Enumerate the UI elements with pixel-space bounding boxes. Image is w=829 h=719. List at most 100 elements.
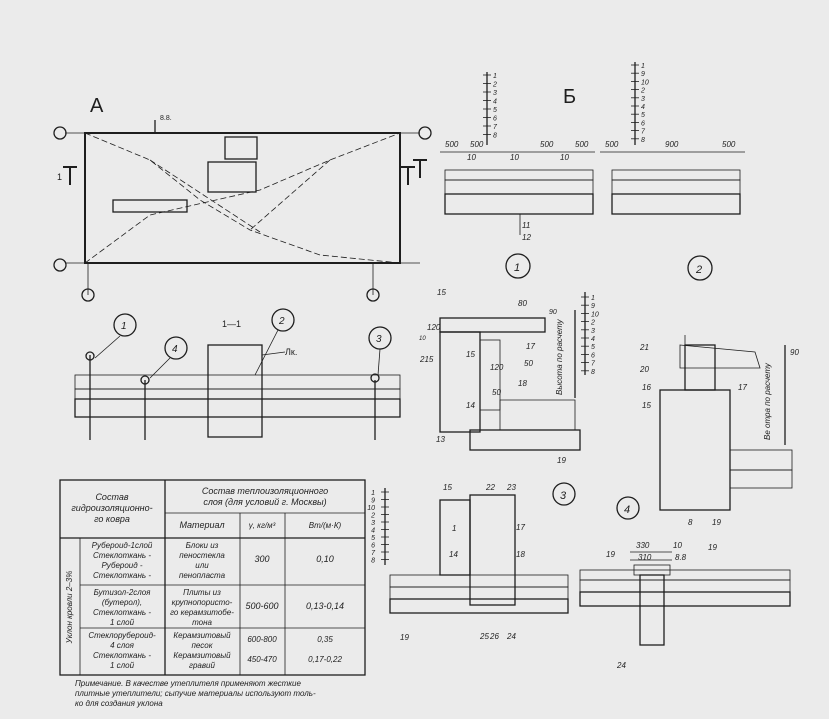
scale-label: 3 [591,328,595,335]
roof-opening-2 [207,161,257,193]
scale-label: 3 [641,96,645,103]
scale-label: 4 [591,336,595,343]
scale-label: 4 [493,99,497,106]
section-1-1: 1—1 Лк. 1 4 2 3 [74,308,401,440]
table-cell: 450-470 [247,655,277,664]
detail-2-label: 2 [695,264,702,276]
table-note: плитные утеплители; сыпучие материалы ис… [75,689,316,698]
callout-label: 22 [485,483,495,492]
scale-label: 4 [371,528,375,535]
hatch-label: Лк. [285,347,297,357]
callout-label: 19 [557,456,566,465]
callout-label: 120 [490,363,504,372]
table-cell: Стеклоткань - [93,571,151,580]
table-cell: Бутизол-2слоя [94,588,151,597]
plan-a: А 8.8. 1 [53,95,432,302]
callout-label: 19 [712,518,721,527]
roof-layer-slab [444,193,594,215]
callout-label: 310 [638,553,652,562]
table-cell: Стеклорубероид- [88,631,156,640]
table-cell: 4 слоя [110,641,134,650]
scale-label: 5 [641,112,645,119]
table-header: Материал [179,520,224,530]
svg-text:1: 1 [121,321,127,332]
dimension-label: 215 [419,355,434,364]
dimension-label: 500 [540,140,554,149]
callout-label: 15 [642,401,651,410]
scale-label: 6 [641,120,645,127]
section-mark-1: 1 [57,172,62,182]
table-header: Состав [95,492,128,502]
table-cell: Керамзитовый [173,651,231,660]
callout-label: 17 [738,383,747,392]
callout-label: 17 [526,342,535,351]
table-cell: пеностекла [179,551,225,560]
table-cell: или [195,561,209,570]
callout-label: 1 [452,524,456,533]
scale-label: 8 [591,369,595,376]
scale-label: 1 [493,73,497,80]
table-cell: Стеклоткань - [93,651,151,660]
dimension-label: 10 [510,153,519,162]
axis-marker [418,126,432,140]
table-header: слоя (для условий г. Москвы) [203,497,326,507]
table-cell: Блоки из [186,541,219,550]
roof-layer-insulation [444,179,594,195]
callout-label: 17 [516,523,525,532]
wall-dim: 90 [790,348,799,357]
plan-a-axis-mark: 8.8. [160,115,172,122]
callout-label: 21 [639,343,649,352]
callout-label: 14 [449,550,458,559]
svg-text:4: 4 [172,344,178,355]
scale-label: 2 [492,82,497,89]
axis-marker [53,126,67,140]
scale-label: 6 [591,352,595,359]
scale-label: 8 [641,137,645,144]
scale-label: 2 [640,88,645,95]
dimension-label: 500 [605,140,619,149]
callout-label: 18 [518,379,527,388]
table-header: го ковра [94,514,130,524]
callout-label: 19 [606,550,615,559]
scale-label: 7 [591,361,596,368]
scale-label: 10 [641,79,649,86]
scale-label: 3 [371,520,375,527]
scale-label: 9 [591,303,595,310]
section-b-title: Б [563,86,576,108]
scale-label: 2 [590,320,595,327]
roof-plan-grid [84,132,401,264]
callout-label: 19 [708,543,717,552]
scale-label: 6 [493,116,497,123]
table-note: ко для создания уклона [75,699,163,708]
table-cell: гравий [189,661,215,670]
table-cell: песок [192,641,214,650]
scale-label: 5 [493,107,497,114]
callout-label: 26 [489,632,499,641]
roof-opening-1 [224,136,258,160]
axis-marker [81,288,95,302]
plan-a-title: А [90,95,104,117]
scale-label: 9 [641,71,645,78]
scale-label: 3 [493,90,497,97]
scale-label: 2 [370,513,375,520]
detail-marker-1 [505,253,531,279]
callout-label: 13 [436,435,445,444]
callout-label: 50 [524,359,533,368]
table-cell: пенопласта [179,571,226,580]
dimension-label: 900 [665,140,679,149]
detail-3-label: 3 [560,490,567,502]
axis-marker [366,288,380,302]
dimension-label: 500 [722,140,736,149]
scale-label: 7 [371,550,376,557]
table-side-label: Уклон кровли 2–3% [65,571,74,645]
wall-body [659,389,731,511]
table-cell: 0,35 [317,635,333,644]
callout-circle-4 [164,336,188,360]
callout-label: 24 [616,661,626,670]
roof-section-band [74,374,401,390]
callout-label: 15 [443,483,452,492]
